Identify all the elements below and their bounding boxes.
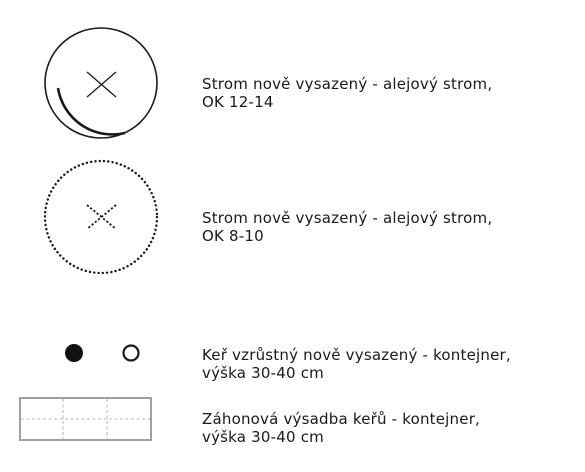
legend-label-line: OK 12-14	[202, 93, 274, 111]
filled-dot-icon	[65, 344, 83, 362]
shrub-dots-icon	[65, 344, 140, 362]
cross-icon	[86, 71, 117, 98]
legend-label-line: Keř vzrůstný nově vysazený - kontejner,	[202, 346, 511, 364]
legend-label-line: Strom nově vysazený - alejový strom,	[202, 75, 493, 93]
legend-label-line: OK 8-10	[202, 227, 264, 245]
legend-label-tree-large: Strom nově vysazený - alejový strom, OK …	[202, 75, 492, 111]
legend-label-line: Záhonová výsadba keřů - kontejner,	[202, 410, 481, 428]
legend-label-line: Strom nově vysazený - alejový strom,	[202, 209, 493, 227]
tree-solid-circle-icon	[44, 27, 158, 139]
open-dot-icon	[122, 344, 140, 362]
legend-label-line: výška 30-40 cm	[202, 364, 324, 382]
shrub-bed-icon	[19, 397, 152, 441]
legend-label-shrub-bed: Záhonová výsadba keřů - kontejner, výška…	[202, 410, 480, 446]
legend-label-tree-small: Strom nově vysazený - alejový strom, OK …	[202, 209, 492, 245]
legend-label-shrub: Keř vzrůstný nově vysazený - kontejner, …	[202, 346, 511, 382]
dashed-cross-icon	[86, 204, 117, 230]
tree-dotted-circle-icon	[43, 159, 159, 275]
legend-label-line: výška 30-40 cm	[202, 428, 324, 446]
